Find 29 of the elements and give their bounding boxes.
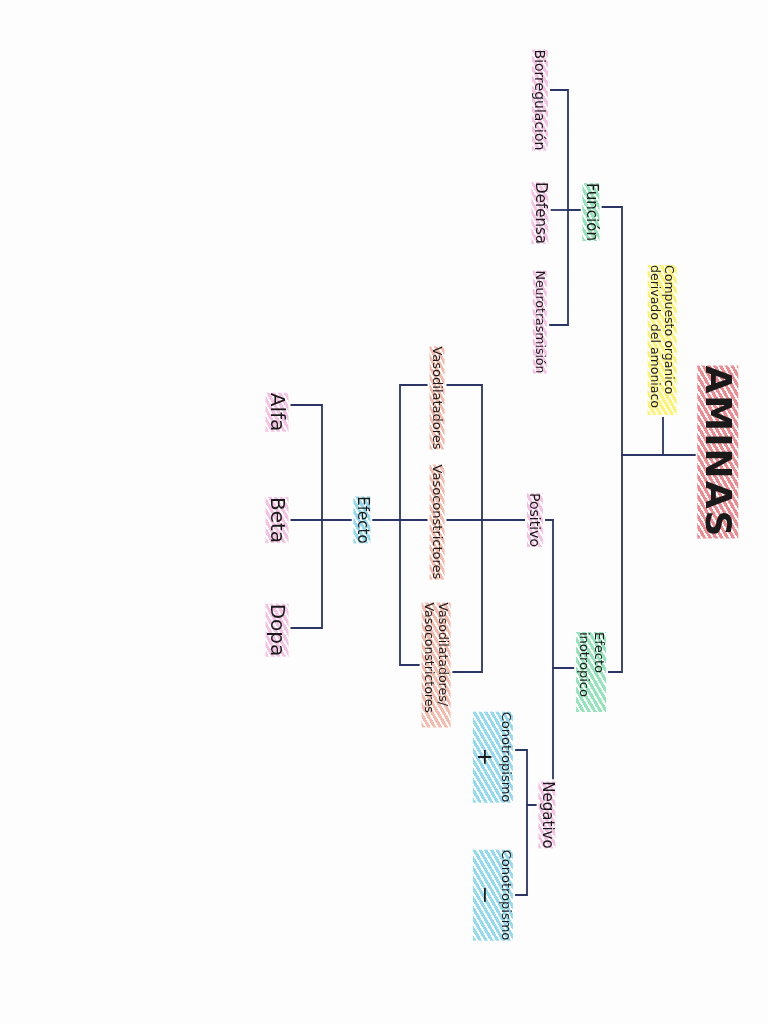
concept-label: Función: [582, 183, 600, 241]
title-term: AMINAS: [697, 365, 739, 539]
concept-label: Efecto: [353, 496, 371, 544]
concept-label: Efecto inotropico: [576, 632, 606, 712]
connector-line: [607, 454, 697, 673]
connector-line: [371, 519, 421, 666]
concept-label: Beta: [265, 496, 289, 544]
connector-line: [552, 667, 575, 781]
sign-symbol: −: [472, 884, 499, 907]
concept-label: Positivo: [526, 493, 544, 547]
sign-symbol: +: [472, 746, 499, 769]
connector-line: [514, 804, 538, 896]
concept-label: Conotropismo: [498, 711, 514, 803]
concept-label: Alfa: [265, 392, 289, 432]
connector-line: [289, 519, 353, 629]
concept-label: Dopa: [265, 603, 289, 657]
definition-text: Compuesto organico derivado del amoniaco: [647, 265, 677, 415]
concept-label: Vasodilatadores/ Vasoconstrictores: [421, 602, 451, 728]
connector-line: [548, 209, 582, 326]
concept-highlight: [472, 849, 514, 941]
concept-label: Negativo: [538, 781, 556, 849]
concept-label: Conotropismo: [498, 849, 514, 941]
connector-line: [451, 519, 526, 673]
concept-label: Vasodilatadores: [429, 346, 445, 450]
concept-label: Vasoconstrictores: [429, 464, 445, 580]
concept-label: Biorregulación: [531, 49, 549, 151]
concept-highlight: [472, 711, 514, 803]
concept-label: Neurotrasmisión: [532, 270, 548, 374]
concept-label: Defensa: [531, 182, 549, 244]
